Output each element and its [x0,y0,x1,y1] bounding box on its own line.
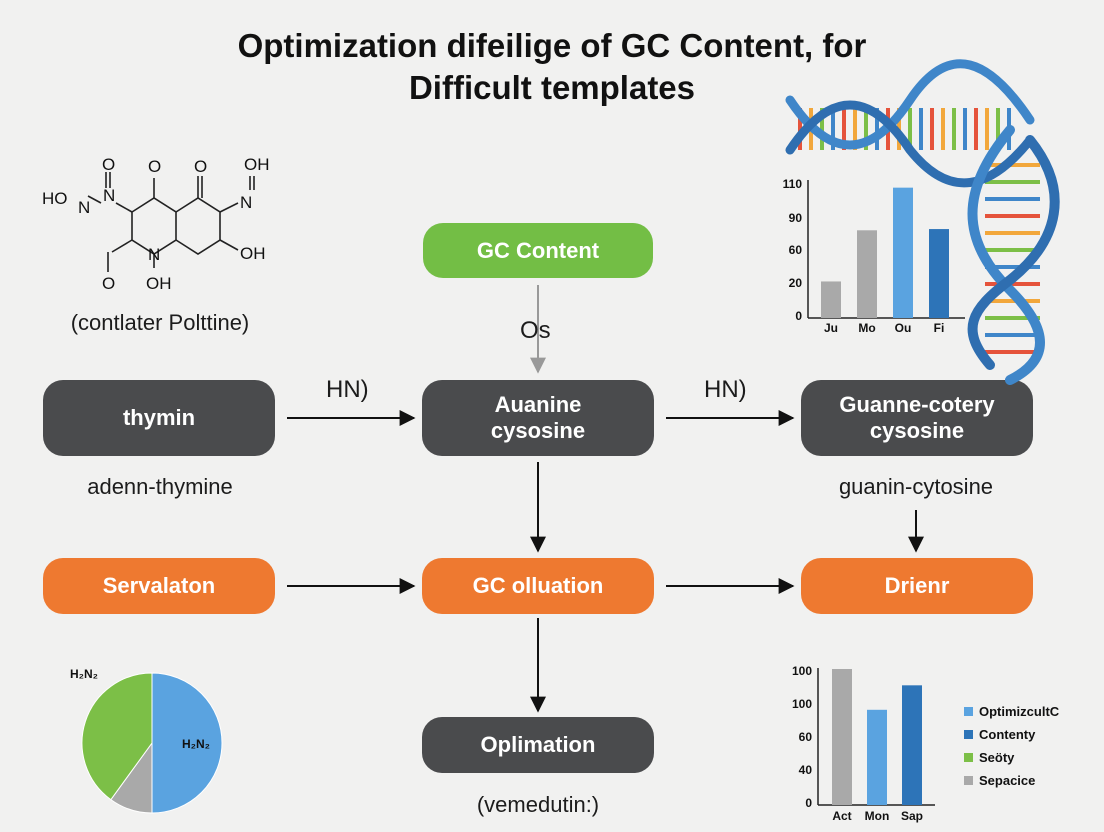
node-guanine-line2: cysosine [490,418,586,443]
molecule-atom-n-left: N [78,198,91,217]
y-tick-label: 100 [792,697,812,711]
edge-label-hn-right: HN) [704,376,747,403]
node-guanne-line2: cysosine [869,418,965,443]
pie-slice [151,672,223,814]
molecule-atom-n-upper: N [103,186,116,205]
x-tick-label: Sap [901,809,923,823]
legend-item-1: OptimizcultC [964,704,1059,719]
node-drienr: Drienr [801,558,1033,614]
node-thymin: thymin [43,380,275,456]
y-tick-label: 20 [789,276,803,290]
y-tick-label: 40 [799,763,813,777]
edge-label-os: Os [520,317,551,344]
pie-label-slice: H₂N₂ [182,737,210,751]
node-gc-olluation: GC olluation [422,558,654,614]
caption-adenine-thymine: adenn-thymine [87,474,233,499]
bar [857,230,877,318]
legend-item-2: Contenty [964,727,1035,742]
x-tick-label: Ou [895,321,912,335]
pie-slice [81,672,153,801]
molecule-atom-n-bottom: N [148,245,161,264]
pie-label-top: H₂N₂ [70,667,98,681]
node-oplimation: Oplimation [422,717,654,773]
legend-item-3: Seöty [964,750,1014,765]
molecule-atom-o-bottom: O [102,274,116,293]
molecule-atom-o-left: O [102,155,116,174]
node-servalaton: Servalaton [43,558,275,614]
x-tick-label: Mo [858,321,875,335]
caption-guanin-cytosine: guanin-cytosine [838,474,994,499]
caption-vemedutin: (vemedutin:) [476,792,600,817]
molecule-atom-ho: HO [42,189,68,208]
edge-label-hn-left: HN) [326,376,369,403]
y-tick-label: 0 [795,309,802,323]
legend-item-4: Sepacice [964,773,1035,788]
molecule-atom-oh-bottom: OH [146,274,172,293]
molecule-caption: (contlater Polttine) [70,310,250,335]
y-tick-label: 110 [783,177,803,191]
bar [867,709,887,805]
y-tick-label: 60 [789,243,803,257]
page-title-line-2: Difficult templates [408,69,696,106]
molecule-atom-o-mid: O [148,157,162,176]
bar [902,685,922,805]
molecule-atom-n-right: N [240,193,253,212]
bar [832,669,852,805]
node-guanne-cotery: Guanne-cotery cysosine [801,380,1033,456]
bar [929,229,949,318]
bar [821,281,841,318]
molecule-atom-oh-right: OH [240,244,266,263]
molecule-atom-o-right: O [194,157,208,176]
node-guanine-cytosine: Auanine cysosine [422,380,654,456]
node-gc-content: GC Content [423,223,653,278]
bar [893,187,913,318]
page-title-line-1: Optimization difeilige of GC Content, fo… [237,27,867,64]
y-tick-label: 90 [789,211,803,225]
molecule-atom-oh-topright: OH [244,155,270,174]
y-tick-label: 60 [799,730,813,744]
y-tick-label: 100 [792,664,812,678]
x-tick-label: Ju [824,321,838,335]
x-tick-label: Fi [934,321,945,335]
x-tick-label: Act [832,809,851,823]
node-guanine-line1: Auanine [494,392,582,417]
node-guanne-line1: Guanne-cotery [839,392,995,417]
y-tick-label: 0 [805,796,812,810]
x-tick-label: Mon [865,809,890,823]
